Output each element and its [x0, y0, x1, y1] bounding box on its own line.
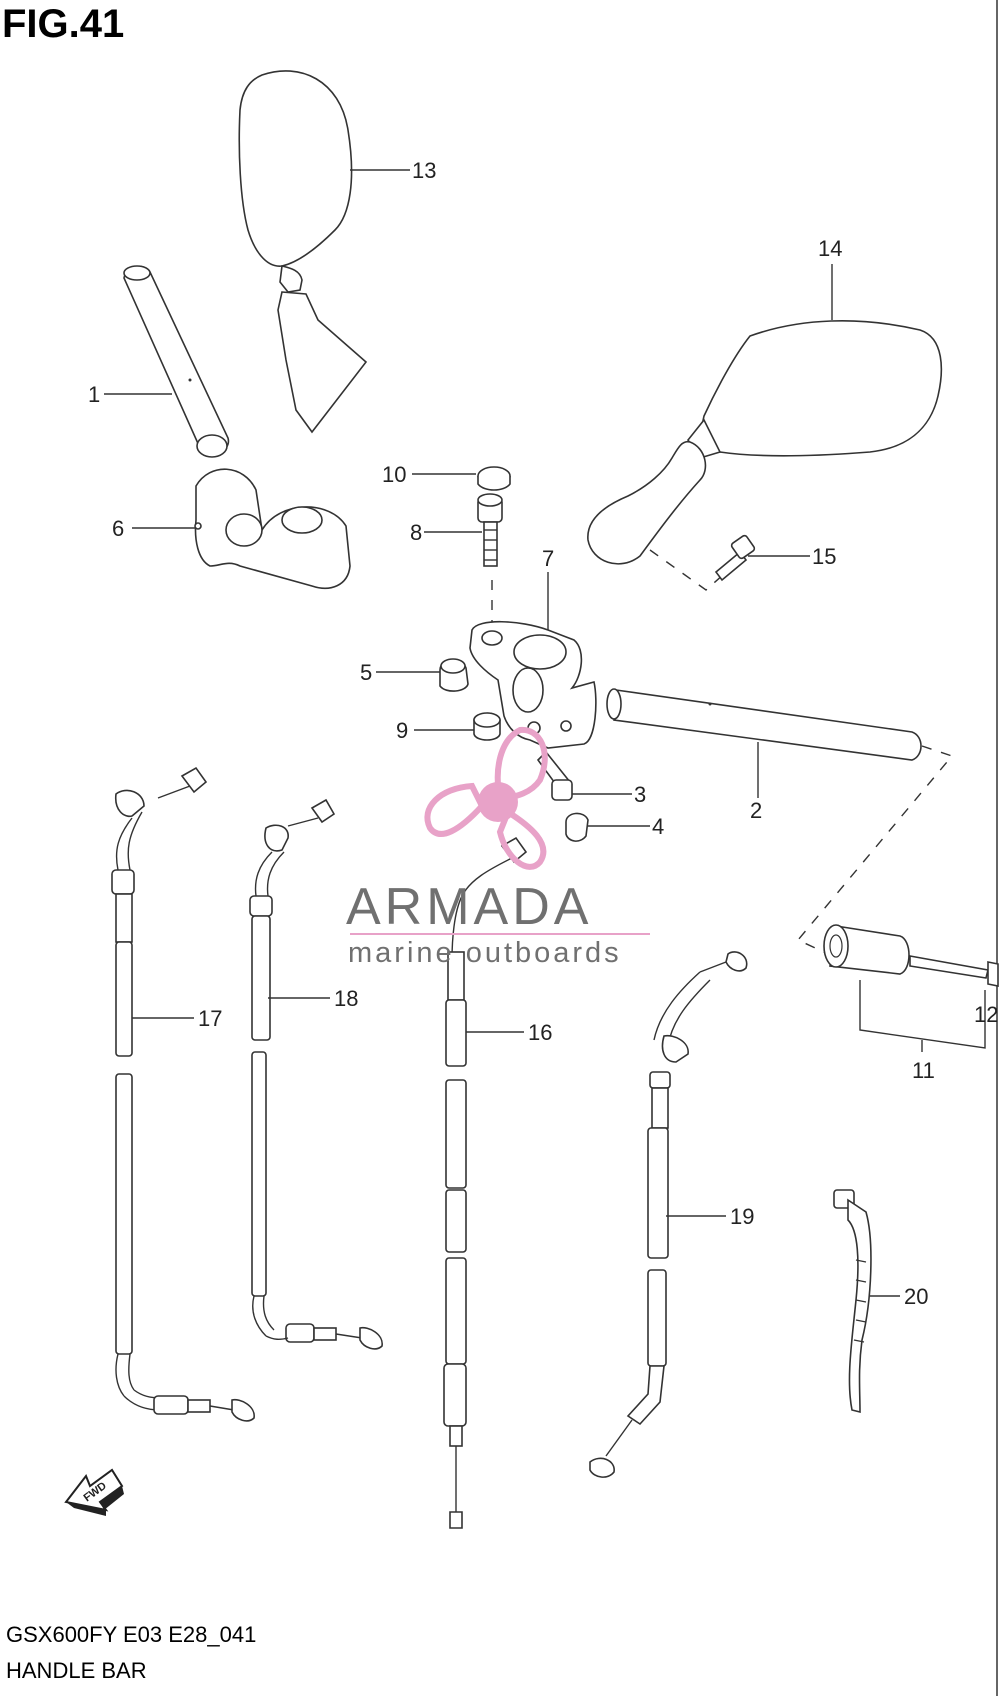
part-2-handlebar-right — [606, 688, 922, 761]
callout-18: 18 — [334, 986, 358, 1011]
callout-7: 7 — [542, 546, 554, 571]
part-6-left-clamp — [194, 468, 351, 590]
fwd-arrow-icon: FWD — [64, 1468, 124, 1516]
dash-14-to-15 — [649, 549, 725, 591]
part-15-screw — [714, 534, 756, 582]
model-code: GSX600FY E03 E28_041 — [6, 1622, 257, 1647]
callout-2: 2 — [750, 798, 762, 823]
dash-2-to-11 — [796, 745, 954, 955]
callout-4: 4 — [652, 814, 664, 839]
callout-19: 19 — [730, 1204, 754, 1229]
section-name: HANDLE BAR — [6, 1658, 147, 1683]
callout-3: 3 — [634, 782, 646, 807]
part-1-handlebar-left — [123, 265, 230, 458]
callout-12: 12 — [974, 1002, 998, 1027]
callout-1: 1 — [88, 382, 100, 407]
callout-13: 13 — [412, 158, 436, 183]
armada-watermark: ARMADA marine outboards — [346, 726, 650, 969]
part-12-screw — [909, 955, 999, 987]
callout-16: 16 — [528, 1020, 552, 1045]
part-11-bar-end — [823, 924, 910, 975]
part-8-bolt — [477, 493, 503, 567]
callout-5: 5 — [360, 660, 372, 685]
part-7-right-clamp — [469, 620, 597, 749]
callout-15: 15 — [812, 544, 836, 569]
part-16-clutch-cable — [443, 836, 528, 1529]
part-9-collar — [473, 712, 501, 741]
part-5-knob — [439, 658, 469, 692]
callout-8: 8 — [410, 520, 422, 545]
part-13-left-mirror — [238, 70, 368, 434]
watermark-brand: ARMADA — [346, 878, 592, 936]
leader-11-12 — [859, 980, 986, 1049]
callout-14: 14 — [818, 236, 842, 261]
part-19-cable — [589, 951, 748, 1478]
callout-11: 11 — [912, 1058, 935, 1083]
part-10-cap — [477, 466, 511, 491]
part-17-throttle-cable — [111, 766, 255, 1422]
part-14-right-mirror — [587, 320, 943, 565]
propeller-logo-icon — [424, 726, 548, 870]
part-4-cap — [565, 812, 589, 842]
part-18-throttle-cable — [249, 798, 383, 1350]
part-20-cable-clamp — [833, 1189, 872, 1414]
figure-title: FIG.41 — [2, 2, 125, 46]
callout-6: 6 — [112, 516, 124, 541]
callout-10: 10 — [382, 462, 406, 487]
watermark-tagline: marine outboards — [348, 937, 622, 969]
callout-9: 9 — [396, 718, 408, 743]
callout-20: 20 — [904, 1284, 928, 1309]
callout-17: 17 — [198, 1006, 222, 1031]
